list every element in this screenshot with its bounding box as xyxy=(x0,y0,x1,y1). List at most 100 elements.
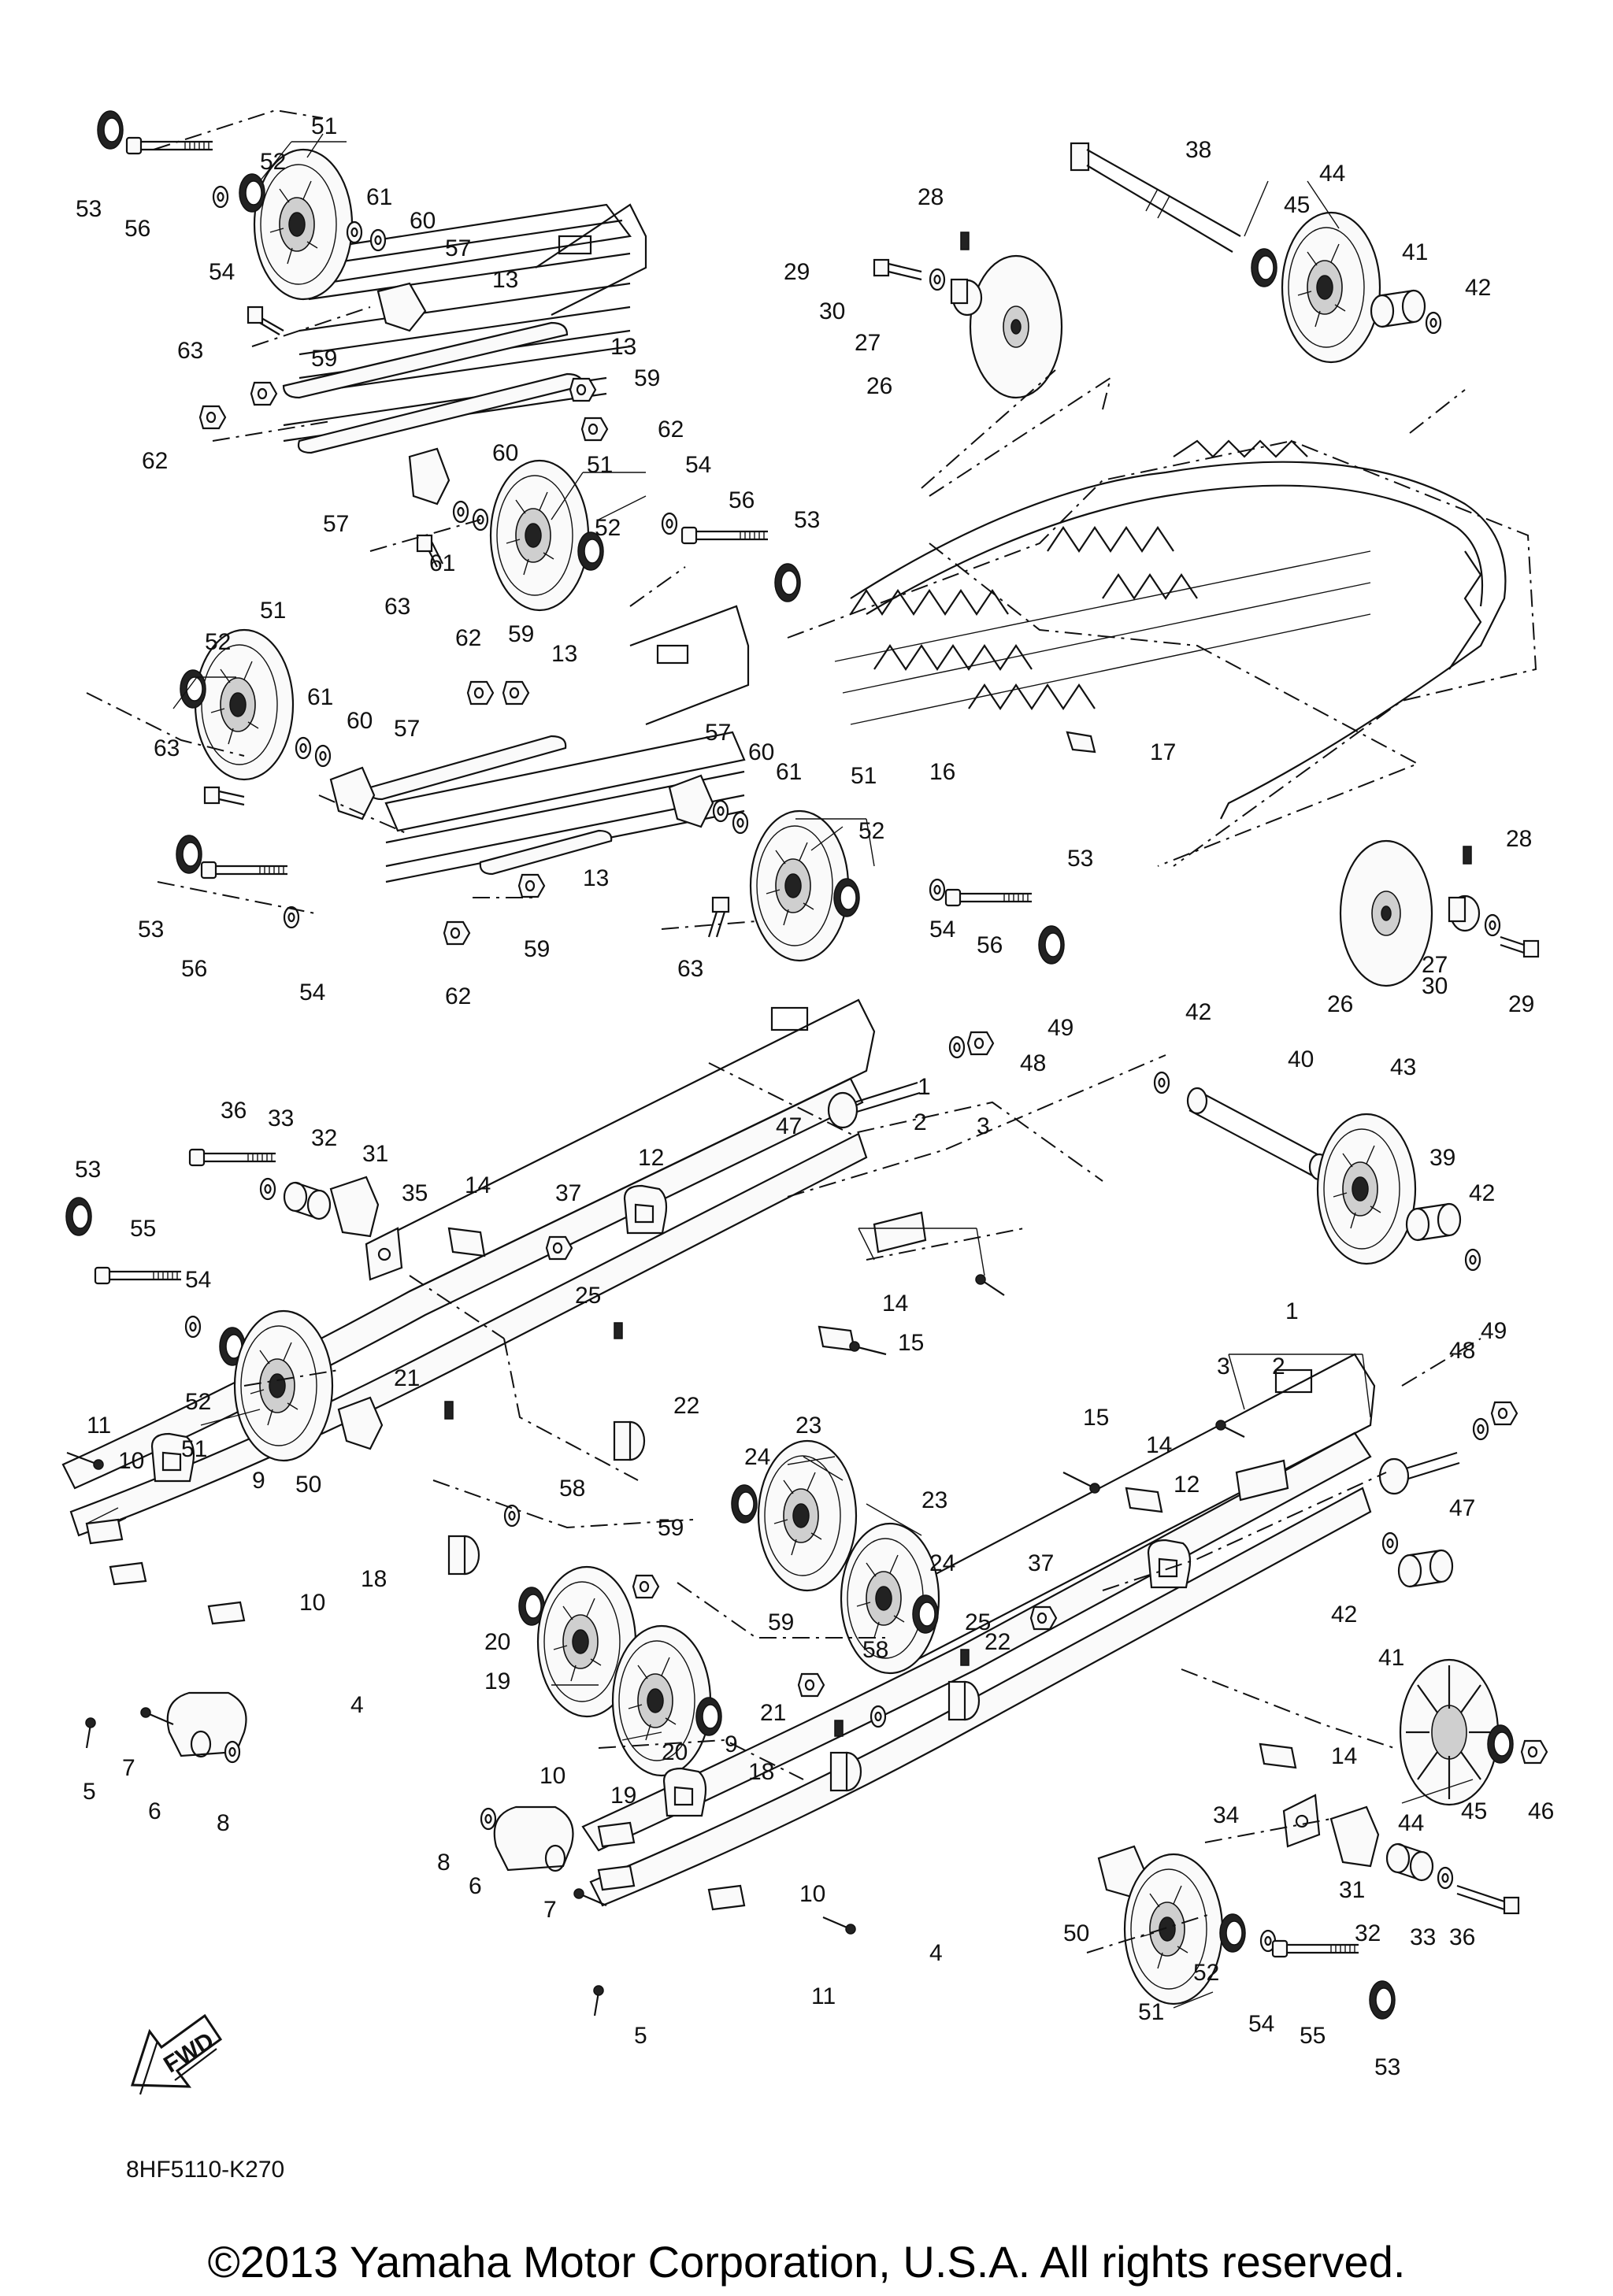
bolt-47-b xyxy=(1378,1451,1460,1495)
callout-36: 36 xyxy=(1449,1924,1475,1950)
callout-10: 10 xyxy=(540,1763,565,1789)
callout-52: 52 xyxy=(595,515,621,541)
callout-42: 42 xyxy=(1331,1602,1357,1628)
rivet-11-a xyxy=(66,1451,104,1470)
front-arm-assembly xyxy=(282,203,647,505)
guide-wheel-26-a xyxy=(969,254,1063,399)
nut-62-c xyxy=(466,680,495,705)
callout-13: 13 xyxy=(610,334,636,360)
callout-1: 1 xyxy=(918,1074,931,1100)
callout-61: 61 xyxy=(366,184,392,210)
callout-40: 40 xyxy=(1288,1046,1314,1072)
callout-53: 53 xyxy=(76,196,102,222)
bolt-63-c xyxy=(203,786,245,806)
callout-8: 8 xyxy=(437,1850,451,1876)
callout-24: 24 xyxy=(744,1444,770,1470)
clip-14-d xyxy=(1259,1742,1297,1769)
bolt-56-b xyxy=(680,526,769,545)
washer-33-a xyxy=(259,1177,276,1201)
bearing-24-a xyxy=(731,1484,758,1524)
washer-60-d xyxy=(712,799,729,823)
callout-12: 12 xyxy=(1174,1472,1200,1498)
callout-9: 9 xyxy=(725,1731,738,1757)
callout-29: 29 xyxy=(1508,991,1534,1017)
callout-55: 55 xyxy=(1300,2023,1326,2049)
washer-42-d xyxy=(1381,1531,1399,1555)
callout-54: 54 xyxy=(929,917,955,942)
callout-51: 51 xyxy=(851,763,877,789)
callout-63: 63 xyxy=(384,594,410,620)
idler-wheel-51-e xyxy=(233,1309,334,1462)
washer-42-b xyxy=(1153,1071,1170,1094)
clip-14-c xyxy=(1125,1487,1163,1513)
callout-41: 41 xyxy=(1378,1645,1404,1671)
callout-5: 5 xyxy=(83,1779,96,1805)
callout-48: 48 xyxy=(1020,1050,1046,1076)
washer-54-d xyxy=(929,878,946,902)
clip-10-a xyxy=(85,1518,124,1545)
clip-10-c xyxy=(109,1561,147,1586)
callout-61: 61 xyxy=(776,759,802,785)
callout-59: 59 xyxy=(768,1609,794,1635)
cap-53-c xyxy=(176,835,202,874)
nut-59-f xyxy=(797,1672,825,1698)
slider-12-b xyxy=(1147,1539,1192,1589)
phantom-lines xyxy=(86,109,1537,1953)
callout-60: 60 xyxy=(748,739,774,765)
callout-10: 10 xyxy=(118,1448,144,1474)
callout-18: 18 xyxy=(748,1759,774,1785)
callout-4: 4 xyxy=(929,1940,943,1966)
callout-34: 34 xyxy=(1213,1802,1239,1828)
callout-44: 44 xyxy=(1398,1810,1424,1836)
slider-9-b xyxy=(662,1767,707,1817)
washer-8-a xyxy=(224,1740,241,1764)
collar-39 xyxy=(1405,1202,1462,1242)
bracket-2-a xyxy=(873,1211,927,1254)
callout-42: 42 xyxy=(1469,1180,1495,1206)
callout-47: 47 xyxy=(776,1113,802,1139)
callout-5: 5 xyxy=(634,2023,647,2049)
callout-49: 49 xyxy=(1481,1318,1507,1344)
callout-23: 23 xyxy=(795,1413,821,1439)
callout-52: 52 xyxy=(858,818,884,844)
callout-62: 62 xyxy=(445,983,471,1009)
collar-22-b xyxy=(947,1680,981,1721)
collar-18-a xyxy=(447,1535,480,1576)
spacer-49-a xyxy=(966,1031,995,1056)
bushing-31-b xyxy=(1329,1805,1380,1868)
callout-52: 52 xyxy=(205,629,231,655)
nut-37-a xyxy=(545,1235,573,1261)
callout-25: 25 xyxy=(965,1609,991,1635)
rivet-15-a xyxy=(849,1341,887,1356)
bracket-35 xyxy=(365,1227,403,1281)
callout-43: 43 xyxy=(1390,1054,1416,1080)
rear-axle-38 xyxy=(1070,142,1241,253)
rear-wheel-43 xyxy=(1316,1113,1417,1265)
callout-51: 51 xyxy=(311,113,337,139)
rear-wheel-44 xyxy=(1281,211,1381,364)
callout-48: 48 xyxy=(1449,1338,1475,1364)
callout-3: 3 xyxy=(1217,1354,1230,1379)
bearing-52-c xyxy=(180,669,206,709)
callout-2: 2 xyxy=(1272,1354,1285,1379)
callout-24: 24 xyxy=(929,1550,955,1576)
callout-13: 13 xyxy=(583,865,609,891)
slider-12-a xyxy=(623,1184,668,1235)
washer-42-c xyxy=(1464,1248,1481,1272)
callout-59: 59 xyxy=(508,621,534,647)
washer-58-b xyxy=(870,1705,887,1728)
callout-14: 14 xyxy=(465,1172,491,1198)
callout-28: 28 xyxy=(1506,826,1532,852)
callout-39: 39 xyxy=(1429,1145,1455,1171)
callout-14: 14 xyxy=(1331,1743,1357,1769)
end-cap-6-a xyxy=(166,1691,247,1758)
callout-50: 50 xyxy=(1063,1920,1089,1946)
callout-33: 33 xyxy=(268,1105,294,1131)
callout-62: 62 xyxy=(142,448,168,474)
callout-7: 7 xyxy=(543,1897,557,1923)
collar-61-a xyxy=(346,220,363,244)
callout-47: 47 xyxy=(1449,1495,1475,1521)
collar-32-a xyxy=(283,1181,332,1220)
callout-45: 45 xyxy=(1284,192,1310,218)
callout-30: 30 xyxy=(819,298,845,324)
